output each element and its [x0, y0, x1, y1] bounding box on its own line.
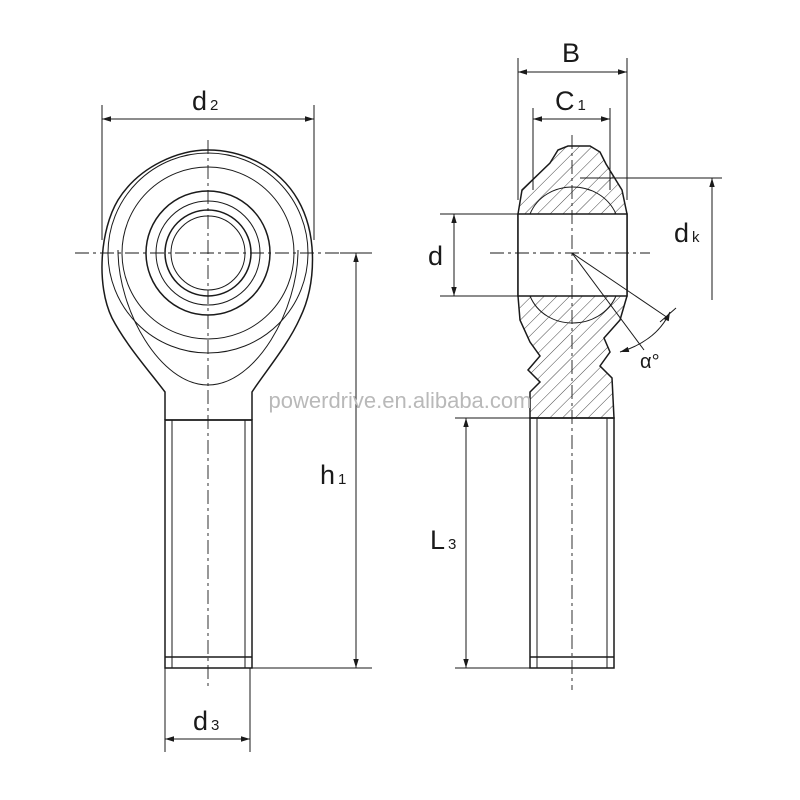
label-B: B — [562, 38, 580, 68]
watermark-text: powerdrive.en.alibaba.com — [269, 388, 532, 413]
label-alpha: α° — [640, 351, 660, 373]
front-view — [75, 105, 372, 752]
alpha-line-2 — [571, 252, 669, 319]
bore-section — [517, 213, 628, 297]
ball-bottom-arc — [529, 295, 617, 324]
threaded-shank — [164, 419, 253, 669]
label-d: d — [428, 241, 443, 271]
alpha-tick — [659, 307, 677, 323]
alpha-arc — [619, 311, 671, 353]
ball-top-arc — [529, 186, 617, 215]
side-section-view — [440, 58, 722, 690]
